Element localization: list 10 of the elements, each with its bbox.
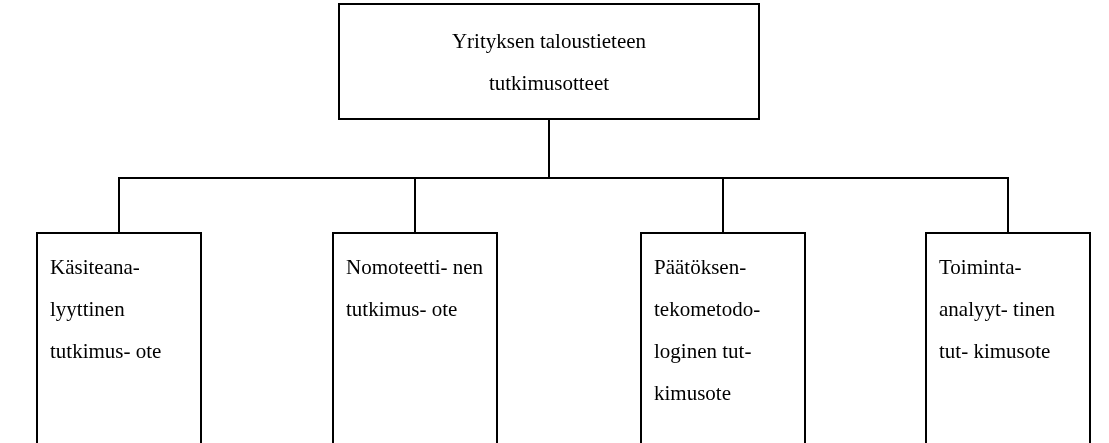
box-label: Käsiteana- lyyttinen tutkimus- ote (50, 254, 163, 365)
root-box (338, 3, 760, 120)
box-label: Päätöksen- tekometodo- loginen tut- kimusote (654, 254, 762, 407)
box-label: Toiminta- analyyt- tinen tut- kimusote (939, 254, 1057, 365)
category-box (332, 232, 498, 443)
category-box (925, 232, 1091, 443)
box-label: Nomoteetti- nen tutkimus- ote (346, 254, 485, 323)
category-box (36, 232, 202, 443)
category-box (640, 232, 806, 443)
box-label: Yrityksen taloustieteen tutkimusotteet (450, 27, 648, 97)
